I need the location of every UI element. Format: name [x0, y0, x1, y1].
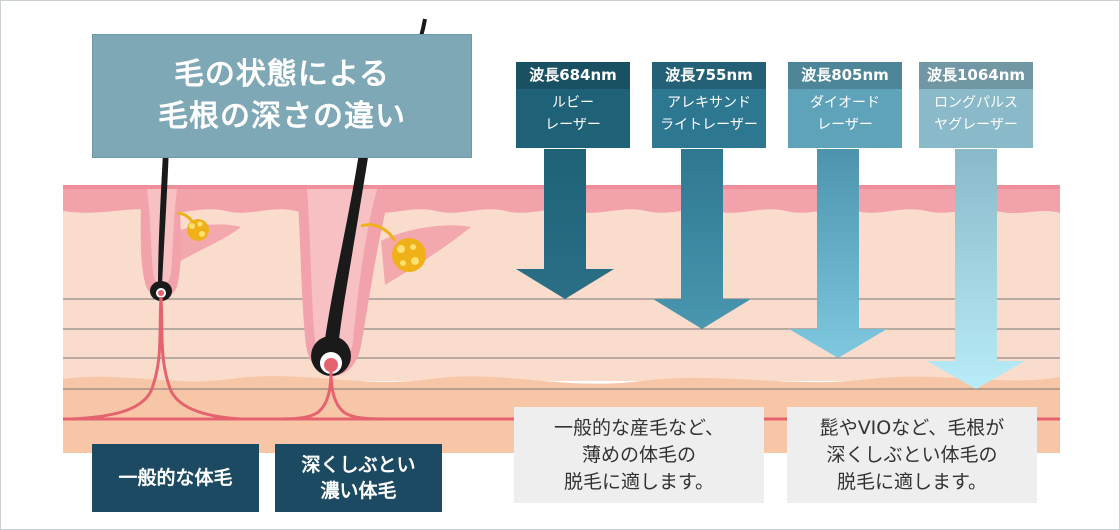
title-line-2: 毛根の深さの違い: [158, 99, 406, 134]
wavelength-header: 波長805nm: [788, 62, 902, 89]
diagram-title: 毛の状態による 毛根の深さの違い: [92, 34, 472, 158]
thick-hair-shaft: [323, 126, 373, 353]
laser-name-line-2: レーザー: [545, 117, 601, 133]
label-thick-hair: 深くしぶとい 濃い体毛: [275, 444, 442, 512]
laser-arrow-755nm: [653, 149, 751, 329]
wavelength-header: 波長755nm: [652, 62, 766, 89]
laser-name-line-1: ルビー: [552, 95, 594, 111]
laser-name-line-1: ロングパルス: [934, 95, 1018, 111]
description-thin-hair: 一般的な産毛など、 薄めの体毛の 脱毛に適します。: [514, 407, 764, 503]
laser-name-line-2: レーザー: [817, 117, 873, 133]
label-line-2: 濃い体毛: [320, 480, 397, 502]
laser-arrow-805nm: [789, 149, 887, 358]
laser-name-line-2: ライトレーザー: [660, 117, 758, 133]
laser-name-line-1: ダイオード: [810, 95, 880, 111]
title-line-1: 毛の状態による: [173, 57, 391, 92]
label-line-1: 深くしぶとい: [301, 454, 416, 476]
description-line-2: 薄めの体毛の: [581, 443, 696, 466]
label-line-1: 一般的な体毛: [118, 467, 233, 489]
laser-arrow-1064nm: [927, 149, 1025, 389]
laser-name-line-1: アレキサンド: [667, 95, 751, 111]
wavelength-box-755nm: 波長755nm アレキサンド ライトレーザー: [652, 62, 766, 148]
wavelength-box-805nm: 波長805nm ダイオード レーザー: [788, 62, 902, 148]
description-deep-hair: 髭やVIOなど、毛根が 深くしぶとい体毛の 脱毛に適します。: [787, 407, 1037, 503]
description-line-3: 脱毛に適します。: [836, 470, 988, 493]
description-line-1: 髭やVIOなど、毛根が: [819, 416, 1005, 439]
description-line-3: 脱毛に適します。: [563, 470, 715, 493]
laser-name-line-2: ヤグレーザー: [934, 117, 1018, 133]
wavelength-header: 波長684nm: [516, 62, 630, 89]
description-line-1: 一般的な産毛など、: [553, 416, 725, 439]
description-line-2: 深くしぶとい体毛の: [826, 443, 998, 466]
wavelength-header: 波長1064nm: [919, 62, 1033, 89]
wavelength-box-1064nm: 波長1064nm ロングパルス ヤグレーザー: [919, 62, 1033, 148]
thick-hair-nerve: [275, 371, 387, 421]
thin-hair-nerve: [70, 296, 242, 421]
laser-arrow-684nm: [516, 149, 614, 299]
wavelength-box-684nm: 波長684nm ルビー レーザー: [516, 62, 630, 148]
label-normal-hair: 一般的な体毛: [92, 444, 259, 512]
